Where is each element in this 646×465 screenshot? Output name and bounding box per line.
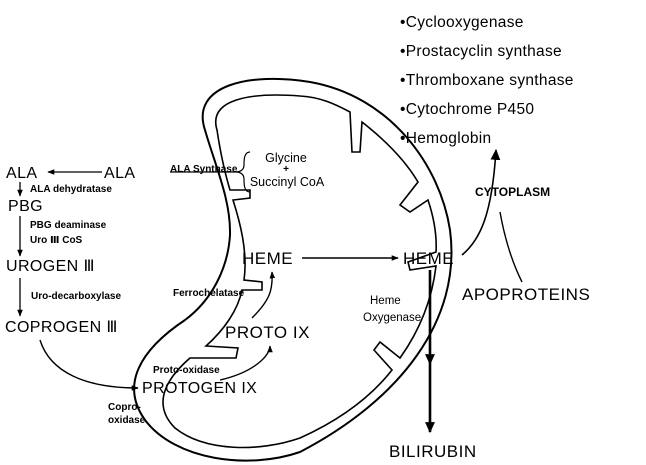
uro-decarboxylase-label: Uro-decarboxylase	[31, 291, 121, 302]
heme-oxygenase-label-2: Oxygenase	[363, 312, 421, 324]
ala-dehydratase-label: ALA dehydratase	[30, 184, 112, 195]
ala-cyto-label: ALA	[6, 165, 37, 182]
product-item: •Cytochrome P450	[400, 101, 534, 118]
ferrochelatase-arrow	[252, 272, 272, 318]
uro-cos-label: Uro Ⅲ CoS	[30, 235, 83, 246]
heme-products-list: •Cyclooxygenase •Prostacyclin synthase •…	[400, 14, 574, 147]
substrate-bracket	[236, 152, 250, 192]
copro-oxidase-label-2: oxidase	[108, 415, 146, 426]
succinyl-coa-label: Succinyl CoA	[250, 175, 325, 189]
ala-synthase-label: ALA Synthase	[170, 164, 238, 175]
bilirubin-label: BILIRUBIN	[389, 442, 477, 461]
urogen-label: UROGEN Ⅲ	[6, 258, 95, 275]
coprogen-label: COPROGEN Ⅲ	[5, 319, 118, 336]
heme-cyto-label: HEME	[403, 249, 454, 268]
heme-to-products-arrow	[462, 150, 496, 255]
ferrochelatase-label: Ferrochelatase	[173, 288, 245, 299]
product-item: •Thromboxane synthase	[400, 72, 574, 89]
product-item: •Cyclooxygenase	[400, 14, 524, 31]
apoproteins-label: APOPROTEINS	[462, 285, 590, 304]
ala-mito-label: ALA	[104, 165, 135, 182]
product-item: •Hemoglobin	[400, 130, 491, 147]
copro-oxidase-label-1: Copro-	[108, 402, 141, 413]
pbg-deaminase-label: PBG deaminase	[30, 220, 107, 231]
product-item: •Prostacyclin synthase	[400, 43, 562, 60]
plus-sign: +	[283, 164, 289, 175]
copro-oxidase-arrow	[40, 340, 138, 388]
pbg-label: PBG	[8, 198, 43, 215]
heme-mito-label: HEME	[242, 249, 293, 268]
glycine-label: Glycine	[265, 151, 307, 165]
apoproteins-line	[500, 212, 522, 282]
cytoplasm-label: CYTOPLASM	[475, 185, 550, 199]
proto-oxidase-label: Proto-oxidase	[153, 365, 220, 376]
proto-oxidase-arrow	[220, 346, 270, 380]
protogen-label: PROTOGEN IX	[142, 380, 257, 397]
proto-label: PROTO IX	[225, 323, 310, 342]
heme-oxygenase-label-1: Heme	[370, 295, 401, 307]
